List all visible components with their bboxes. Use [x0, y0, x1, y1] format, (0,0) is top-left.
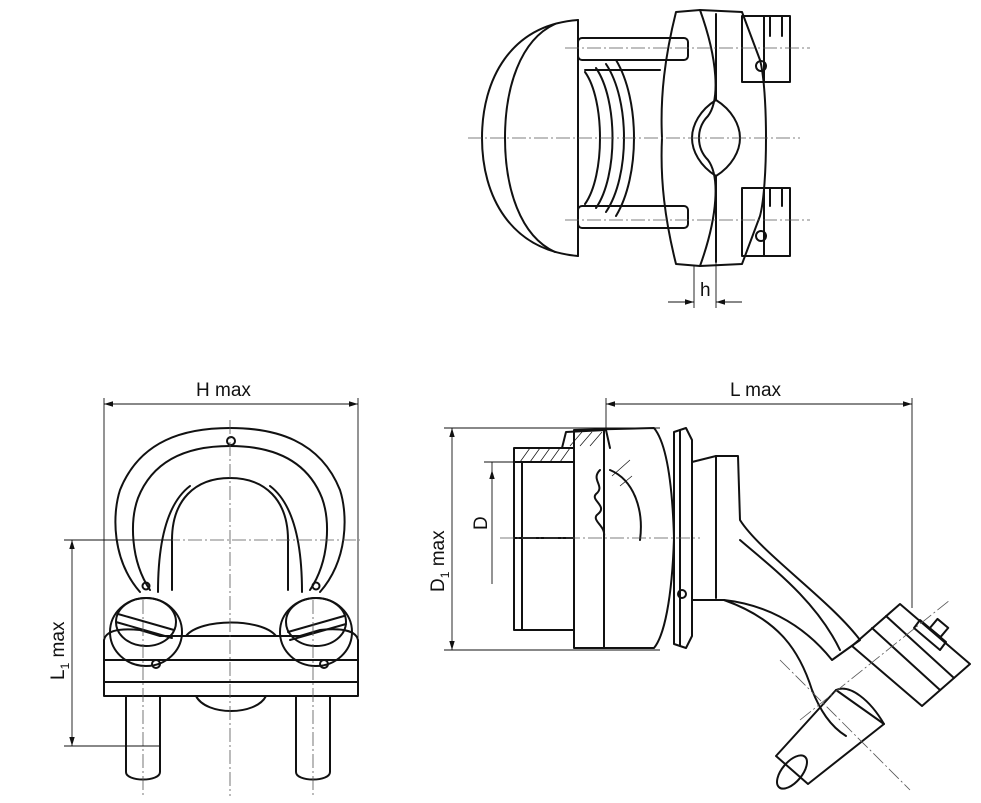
dim-label-h-max: H max — [196, 380, 251, 401]
dome-inner-arc — [504, 23, 556, 253]
section-hatch-top — [569, 431, 603, 447]
front-view: H max L1 max — [48, 380, 360, 796]
front-clamp-plate — [103, 628, 359, 697]
screw-head-lower — [741, 187, 791, 257]
front-screw-right — [279, 597, 353, 669]
dim-label-d: D — [471, 516, 492, 530]
section-hatch-left — [519, 447, 571, 463]
rod-upper — [577, 37, 689, 61]
angled-screw-shank — [775, 687, 885, 790]
dim-label-l-max: L max — [730, 380, 782, 401]
dim-label-h: h — [700, 280, 711, 301]
front-screw-left — [109, 597, 183, 669]
top-view: h — [468, 9, 810, 308]
dim-label-d1-max: D1 max — [428, 530, 452, 592]
clamp-plate — [660, 9, 717, 267]
flange — [673, 427, 693, 649]
rod-lower — [577, 205, 689, 229]
side-view: L max D1 max D — [428, 380, 971, 791]
cable-insert — [593, 469, 606, 537]
dim-label-l1-max: L1 max — [48, 621, 72, 680]
screw-head-upper — [741, 15, 791, 83]
angled-screw-head — [851, 603, 971, 707]
